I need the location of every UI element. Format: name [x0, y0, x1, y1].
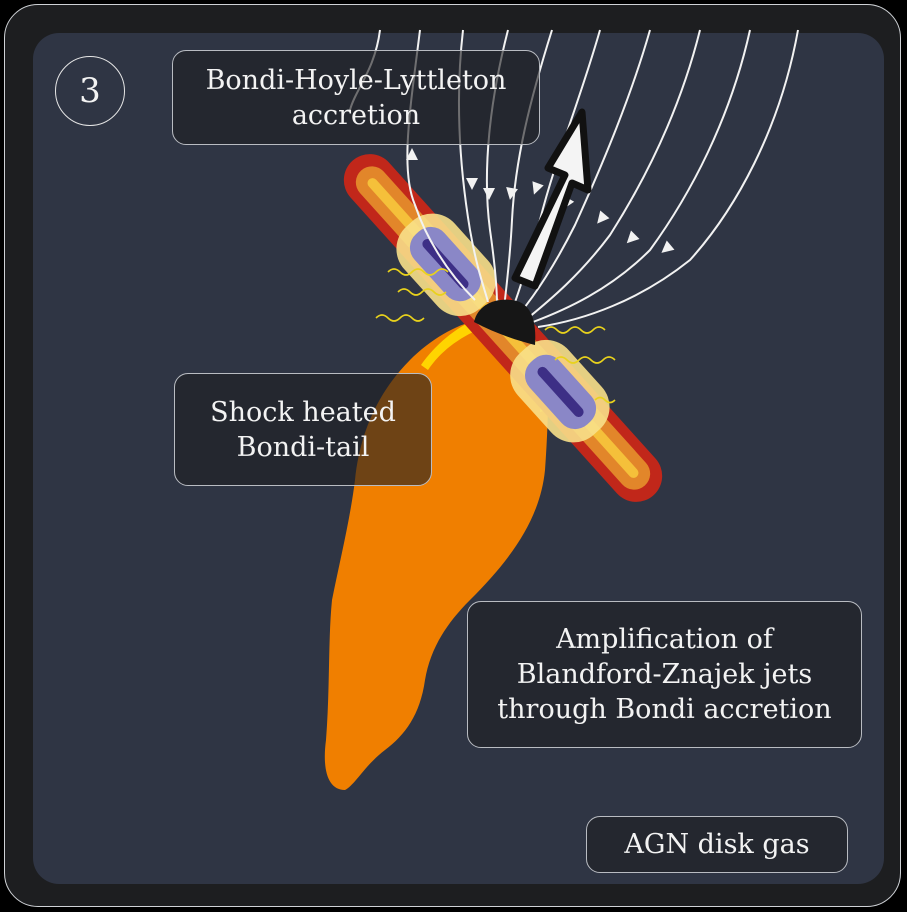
step-number-badge: 3	[55, 56, 125, 126]
bondi-tail-label: Shock heated Bondi-tail	[174, 373, 432, 486]
jet-amplification-label: Amplification of Blandford-Znajek jets t…	[467, 601, 862, 748]
bhl-accretion-label: Bondi-Hoyle-Lyttleton accretion	[172, 50, 540, 145]
agn-disk-gas-label: AGN disk gas	[586, 816, 848, 873]
